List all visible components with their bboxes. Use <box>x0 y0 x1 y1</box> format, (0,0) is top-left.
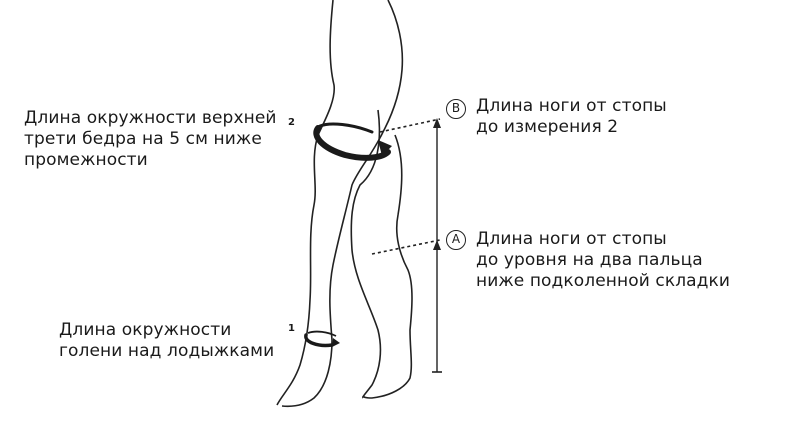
marker-number-1: 1 <box>288 323 295 334</box>
dashed-line-b <box>379 118 441 133</box>
leg-length-a-label: Длина ноги от стопы до уровня на два пал… <box>476 229 731 291</box>
leg-length-axis <box>432 118 442 373</box>
thigh-measurement-ring <box>313 122 392 161</box>
front-leg-outline-inner <box>281 0 404 408</box>
thigh-circumference-label: Длина окружности верхней трети бедра на … <box>24 108 277 170</box>
back-leg-outline-rear <box>362 134 413 399</box>
ankle-measurement-ring <box>304 330 340 348</box>
front-leg-outline <box>276 0 335 406</box>
badge-b: B <box>446 99 466 119</box>
back-leg-outline <box>350 109 382 399</box>
leg-length-b-label: Длина ноги от стопы до измерения 2 <box>476 96 667 137</box>
marker-number-2: 2 <box>288 117 295 128</box>
dashed-line-a <box>371 239 441 255</box>
badge-a: A <box>446 230 466 250</box>
ankle-circumference-label: Длина окружности голени над лодыжками <box>59 320 275 361</box>
